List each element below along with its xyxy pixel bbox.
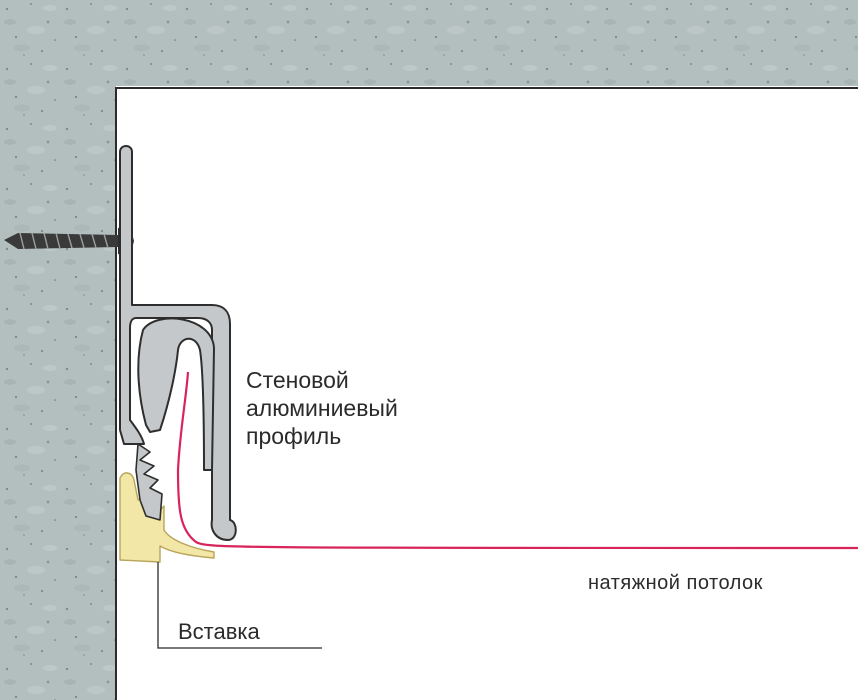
wall-aluminum-profile [119, 145, 237, 541]
concrete-wall [0, 86, 116, 700]
insert-strip [119, 443, 215, 563]
wall-profile-label-line-2: алюминиевый [246, 395, 398, 421]
stretch-membrane [176, 371, 858, 550]
concrete-ceiling-slab [0, 0, 858, 86]
room-edge-line [115, 87, 858, 700]
insert-leader-line [157, 562, 322, 649]
insert-label: Вставка [178, 619, 260, 644]
stretch-ceiling-label: натяжной потолок [588, 572, 763, 594]
wall-profile-label: Стеновой алюминиевый профиль [246, 366, 398, 450]
wall-profile-label-line-1: Стеновой [246, 367, 349, 393]
wall-profile-label-line-3: профиль [246, 423, 342, 449]
